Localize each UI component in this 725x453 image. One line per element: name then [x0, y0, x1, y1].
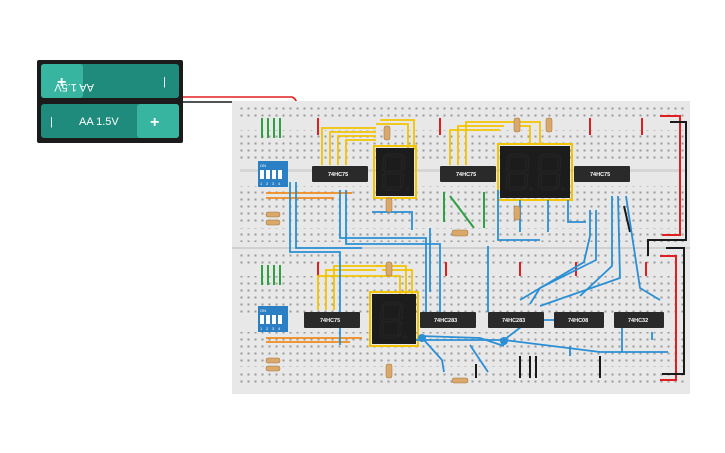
battery-cell-bottom[interactable]: | AA 1.5V + — [41, 104, 179, 138]
dip-toggle[interactable] — [266, 315, 270, 324]
dip-toggle[interactable] — [266, 170, 270, 179]
wires-red[interactable] — [317, 115, 681, 381]
chip-74hc08[interactable]: 74HC08 — [554, 312, 604, 328]
chip-label: 74HC75 — [320, 318, 340, 324]
resistors[interactable] — [265, 117, 553, 384]
dip-toggle[interactable] — [278, 170, 282, 179]
dip-position-label: 4 — [278, 181, 281, 186]
battery-plus-icon: + — [150, 114, 159, 131]
chip-74hc75-top-right[interactable]: 74HC75 — [574, 166, 630, 182]
dip-position-label: 2 — [266, 181, 269, 186]
dip-position-label: 3 — [272, 181, 275, 186]
wires-black[interactable] — [475, 121, 687, 378]
chip-label: 74HC75 — [456, 172, 476, 178]
chip-74hc283-first[interactable]: 74HC283 — [420, 312, 476, 328]
wires-green[interactable] — [261, 118, 485, 285]
battery-cell-top[interactable]: + AA 1.5V | — [41, 64, 179, 98]
dip-toggle[interactable] — [278, 315, 282, 324]
wires-blue[interactable] — [289, 182, 668, 373]
dip-toggle[interactable] — [272, 315, 276, 324]
chip-label: 74HC08 — [568, 318, 588, 324]
dip-switch-bottom[interactable]: ON 1 2 3 4 — [258, 306, 288, 332]
chip-label: 74HC32 — [628, 318, 648, 324]
chip-label: 74HC283 — [434, 318, 457, 324]
battery-cell-bottom-label: AA 1.5V — [79, 116, 119, 128]
chip-74hc32[interactable]: 74HC32 — [614, 312, 664, 328]
chip-label: 74HC283 — [502, 318, 525, 324]
dip-toggle[interactable] — [260, 315, 264, 324]
battery-cell-top-label: AA 1.5V — [54, 81, 94, 93]
seven-segment-display-bottom-single[interactable]: 8. — [372, 294, 416, 344]
wire-junction[interactable] — [500, 337, 508, 345]
chip-74hc75-top-middle[interactable]: 74HC75 — [440, 166, 496, 182]
dip-on-label: ON — [260, 308, 266, 313]
chip-label: 74HC75 — [590, 172, 610, 178]
dip-toggle[interactable] — [272, 170, 276, 179]
seven-segment-display-top-double[interactable]: 8. 8. — [500, 146, 570, 198]
dip-position-label: 1 — [260, 181, 263, 186]
dip-position-label: 1 — [260, 326, 263, 331]
dip-position-label: 3 — [272, 326, 275, 331]
dip-position-label: 4 — [278, 326, 281, 331]
battery-pack[interactable]: + AA 1.5V | | AA 1.5V + — [37, 60, 183, 143]
battery-plus-icon: + — [57, 74, 66, 91]
chip-label: 74HC75 — [328, 172, 348, 178]
chip-74hc283-second[interactable]: 74HC283 — [488, 312, 544, 328]
battery-minus-icon: | — [163, 76, 166, 88]
dip-on-label: ON — [260, 163, 266, 168]
dip-toggle[interactable] — [260, 170, 264, 179]
chip-74hc75-bottom-left[interactable]: 74HC75 — [304, 312, 360, 328]
dip-switch-top[interactable]: ON 1 2 3 4 — [258, 161, 288, 187]
battery-minus-icon: | — [50, 116, 53, 128]
dip-position-label: 2 — [266, 326, 269, 331]
chip-74hc75-top-left[interactable]: 74HC75 — [312, 166, 368, 182]
wires-orange[interactable] — [266, 192, 362, 343]
seven-segment-display-top-single[interactable]: 8. — [376, 148, 414, 196]
wire-junction[interactable] — [418, 334, 426, 342]
